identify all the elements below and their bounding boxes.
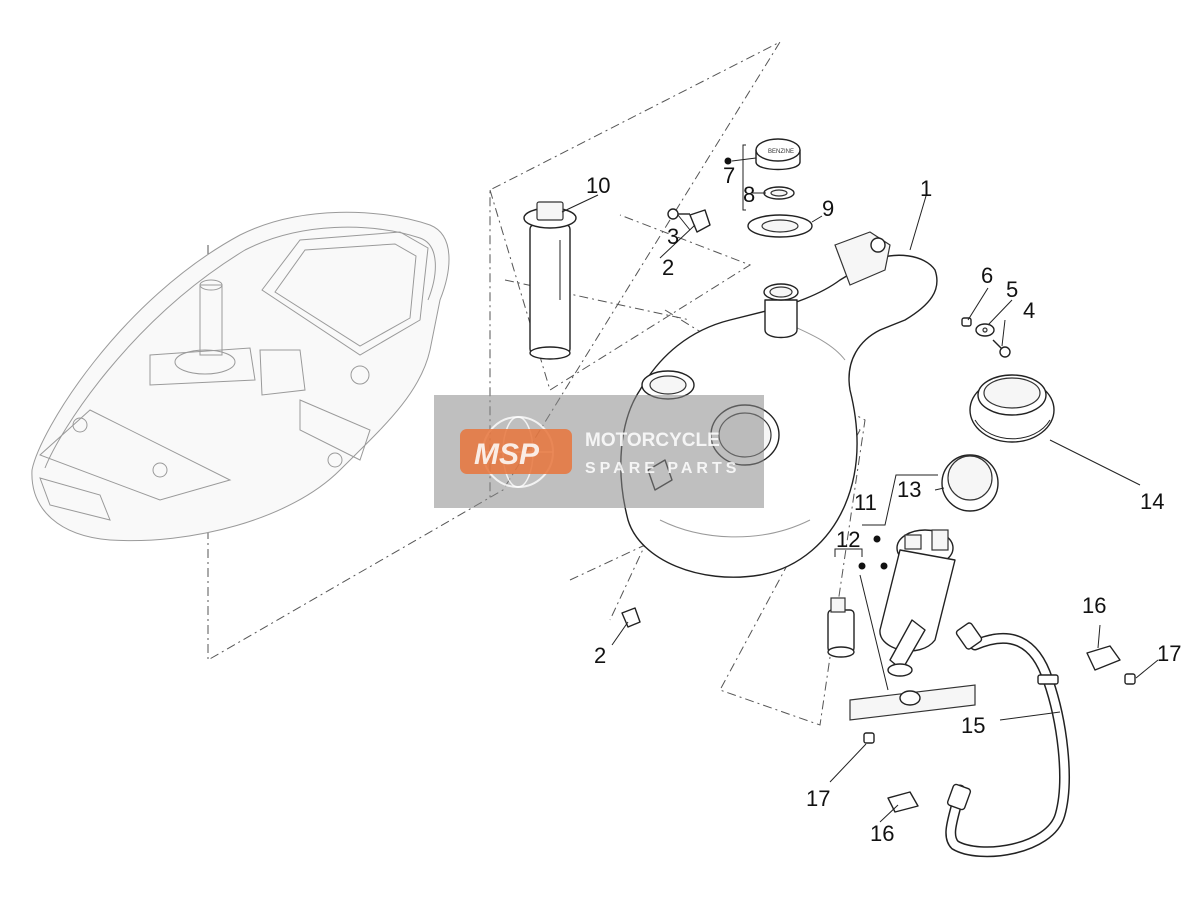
msp-logo bbox=[460, 429, 572, 474]
callout-7: 7 bbox=[723, 163, 735, 188]
callout-11: 11 bbox=[854, 490, 877, 515]
callout-5: 5 bbox=[1006, 277, 1018, 302]
bolt-washer-nut bbox=[961, 317, 1011, 358]
kit-dot-icon bbox=[724, 157, 732, 165]
callout-10: 10 bbox=[586, 173, 610, 198]
callout-4: 4 bbox=[1023, 298, 1035, 323]
callout-16-right: 16 bbox=[1082, 593, 1106, 618]
callout-15: 15 bbox=[961, 713, 985, 738]
filter-plate bbox=[849, 684, 976, 721]
callout-16-bottom: 16 bbox=[870, 821, 894, 846]
callout-13: 13 bbox=[897, 477, 921, 502]
fuel-level-sender bbox=[523, 201, 577, 360]
pump-seal bbox=[941, 454, 999, 512]
callout-8: 8 bbox=[743, 182, 755, 207]
kit-dot-icon bbox=[873, 535, 881, 543]
callout-2-top: 2 bbox=[662, 255, 674, 280]
callout-17-right: 17 bbox=[1157, 641, 1181, 666]
leader-lines bbox=[561, 194, 1159, 823]
lock-ring bbox=[969, 374, 1055, 443]
callout-labels: 1 2 2 3 4 5 6 7 8 9 10 11 12 13 14 15 16… bbox=[586, 163, 1181, 846]
pump-motor bbox=[827, 548, 888, 658]
callout-6: 6 bbox=[981, 263, 993, 288]
clips-and-screws bbox=[621, 208, 711, 628]
callout-12: 12 bbox=[836, 527, 860, 552]
filler-cap-assembly: BENZINE bbox=[724, 138, 823, 238]
fuel-hose bbox=[945, 622, 1070, 858]
watermark: MSP MOTORCYCLE SPARE PARTS bbox=[434, 395, 764, 508]
watermark-line1: MOTORCYCLE bbox=[585, 430, 720, 451]
callout-3: 3 bbox=[667, 224, 679, 249]
callout-1: 1 bbox=[920, 176, 932, 201]
callout-2-bottom: 2 bbox=[594, 643, 606, 668]
watermark-line2: SPARE PARTS bbox=[585, 460, 740, 477]
fuel-pump-assembly bbox=[873, 529, 956, 677]
underseat-compartment-ghost bbox=[31, 211, 450, 542]
kit-dot-icon bbox=[880, 562, 888, 570]
callout-17-bottom: 17 bbox=[806, 786, 830, 811]
fuel-cap-label: BENZINE bbox=[768, 149, 794, 155]
callout-14: 14 bbox=[1140, 489, 1164, 514]
watermark-logo-text: MSP bbox=[474, 438, 540, 471]
callout-9: 9 bbox=[822, 196, 834, 221]
kit-dot-icon bbox=[858, 562, 866, 570]
